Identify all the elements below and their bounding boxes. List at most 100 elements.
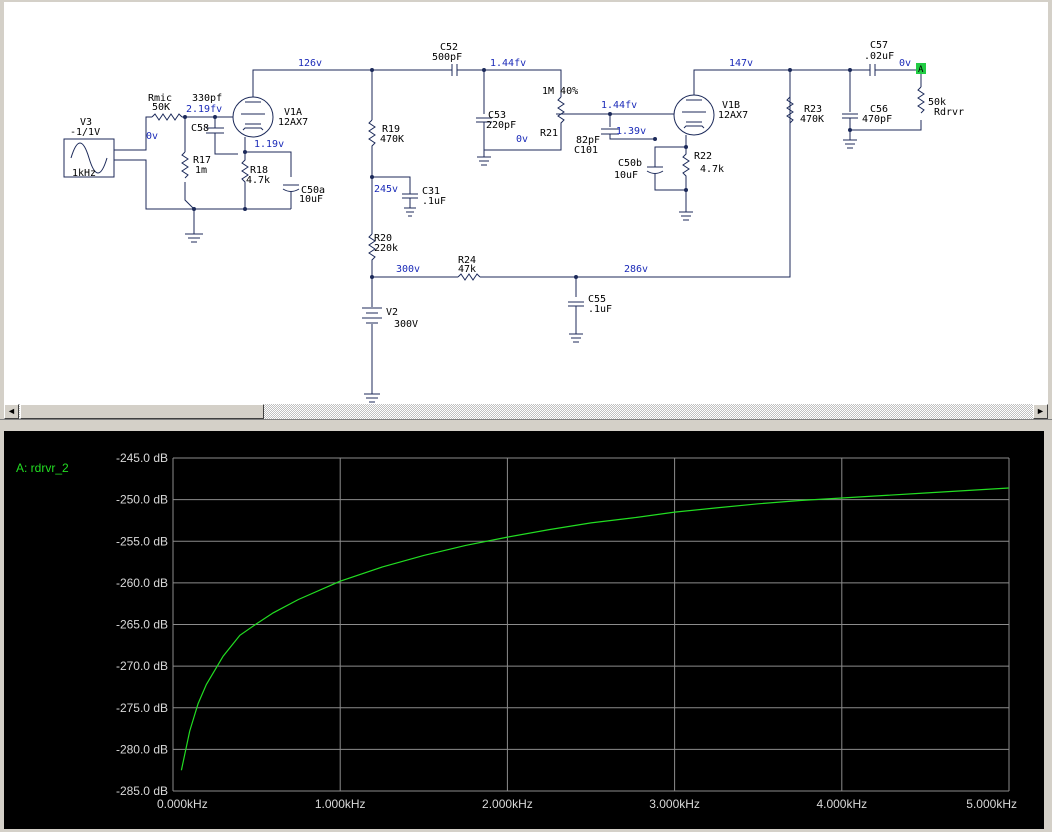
rdrvr-label: Rdrvr [934, 107, 964, 118]
right-edge-scrollbar[interactable] [1044, 431, 1052, 829]
v1a-label: V1A [284, 107, 302, 118]
c52-value: 500pF [432, 52, 462, 63]
c50b-value: 10uF [614, 170, 638, 181]
legend-series-label: A: rdrvr_2 [16, 461, 69, 475]
schematic-diagram[interactable]: A V3 -1/1V 1kHz Rmic 50K 330pf C58 R17 1… [4, 2, 1048, 404]
v1b-tube[interactable] [673, 94, 715, 136]
r22-value: 4.7k [700, 164, 724, 175]
node-voltage-supply: 300v [396, 264, 420, 275]
r23-resistor[interactable] [786, 96, 794, 124]
r21-potentiometer[interactable] [557, 96, 565, 132]
r24-value: 47k [458, 264, 476, 275]
node-voltage-grid1: 2.19fv [186, 104, 222, 115]
c31-capacitor[interactable] [402, 193, 418, 199]
r17-resistor[interactable] [181, 151, 189, 179]
node-voltage-in: 0v [146, 131, 158, 142]
ground-icon [185, 232, 203, 243]
r19-label: R19 [382, 124, 400, 135]
x-tick-label: 4.000kHz [816, 797, 867, 811]
series-line-rdrvr-2 [180, 487, 1010, 771]
r24-label: R24 [458, 255, 476, 266]
r18-resistor[interactable] [241, 152, 249, 209]
node-voltage-plate2: 147v [729, 58, 753, 69]
v1b-type: 12AX7 [718, 110, 748, 121]
c50a-value: 10uF [299, 194, 323, 205]
y-tick-label: -245.0 dB [116, 451, 168, 465]
sine-wave-icon [70, 142, 108, 174]
c52-label: C52 [440, 42, 458, 53]
r22-label: R22 [694, 151, 712, 162]
node-voltage-after-c52: 1.44fv [490, 58, 526, 69]
y-tick-label: -255.0 dB [116, 534, 168, 548]
c101-label: C101 [574, 145, 598, 156]
node-voltage-plate1: 126v [298, 58, 322, 69]
rmic-resistor[interactable] [151, 113, 183, 121]
c52-capacitor[interactable] [451, 64, 458, 76]
r17-value: 1m [195, 165, 207, 176]
y-tick-label: -280.0 dB [116, 742, 168, 756]
plot-panel[interactable]: -245.0 dB-250.0 dB-255.0 dB-260.0 dB-265… [4, 431, 1048, 829]
c56-value: 470pF [862, 114, 892, 125]
c56-capacitor[interactable] [842, 113, 858, 119]
x-tick-label: 0.000kHz [157, 797, 208, 811]
plot-grid [172, 457, 1010, 792]
r18-label: R18 [250, 165, 268, 176]
y-tick-label: -285.0 dB [116, 784, 168, 798]
scroll-thumb[interactable] [20, 404, 264, 419]
pane-splitter[interactable] [0, 419, 1052, 429]
c55-capacitor[interactable] [568, 301, 584, 307]
c50b-capacitor[interactable] [646, 166, 664, 174]
r21-value: 1M 40% [542, 86, 578, 97]
node-voltage-mid: 245v [374, 184, 398, 195]
c57-capacitor[interactable] [869, 64, 876, 76]
r20-resistor[interactable] [368, 233, 376, 280]
c101-value: 82pF [576, 135, 600, 146]
v2-battery[interactable] [362, 280, 382, 394]
y-tick-label: -265.0 dB [116, 618, 168, 632]
v1a-type: 12AX7 [278, 117, 308, 128]
r18-value: 4.7k [246, 175, 270, 186]
series-layer [180, 487, 1010, 771]
r22-resistor[interactable] [682, 147, 690, 212]
rmic-value: 50K [152, 102, 170, 113]
horizontal-scrollbar[interactable]: ◄ ► [4, 404, 1048, 419]
c53-label: C53 [488, 110, 506, 121]
v2-value: 300V [394, 319, 418, 330]
r19-value: 470K [380, 134, 404, 145]
probe-a-label: A [918, 65, 924, 75]
node-voltage-cath1: 1.19v [254, 139, 284, 150]
scroll-right-arrow-icon[interactable]: ► [1033, 404, 1048, 419]
frequency-response-chart[interactable]: -245.0 dB-250.0 dB-255.0 dB-260.0 dB-265… [4, 431, 1048, 829]
c50a-capacitor[interactable] [282, 184, 300, 192]
r17-label: R17 [193, 155, 211, 166]
node-voltage-cath2: 1.39v [616, 126, 646, 137]
y-tick-label: -270.0 dB [116, 659, 168, 673]
v3-freq: 1kHz [72, 168, 96, 179]
x-tick-label: 1.000kHz [315, 797, 366, 811]
c31-label: C31 [422, 186, 440, 197]
rdrvr-resistor[interactable] [917, 86, 925, 114]
x-tick-label: 2.000kHz [482, 797, 533, 811]
scroll-track[interactable] [19, 404, 1033, 419]
c50a-label: C50a [301, 185, 325, 196]
y-tick-label: -260.0 dB [116, 576, 168, 590]
node-voltage-b2: 286v [624, 264, 648, 275]
schematic-panel[interactable]: A V3 -1/1V 1kHz Rmic 50K 330pf C58 R17 1… [4, 2, 1048, 404]
probe-a-marker[interactable] [916, 63, 926, 74]
node-voltage-c53: 0v [516, 134, 528, 145]
r19-resistor[interactable] [368, 119, 376, 234]
c55-value: .1uF [588, 304, 612, 315]
r20-label: R20 [374, 233, 392, 244]
r23-value: 470K [800, 114, 824, 125]
y-tick-labels: -245.0 dB-250.0 dB-255.0 dB-260.0 dB-265… [116, 451, 168, 798]
v3-label: V3 [80, 117, 92, 128]
v3-value: -1/1V [70, 127, 100, 138]
rdrvr-value: 50k [928, 97, 946, 108]
v1a-tube[interactable] [232, 96, 274, 138]
r20-value: 220k [374, 243, 398, 254]
c57-value: .02uF [864, 51, 894, 62]
r24-resistor[interactable] [457, 273, 481, 281]
scroll-left-arrow-icon[interactable]: ◄ [4, 404, 19, 419]
r23-label: R23 [804, 104, 822, 115]
